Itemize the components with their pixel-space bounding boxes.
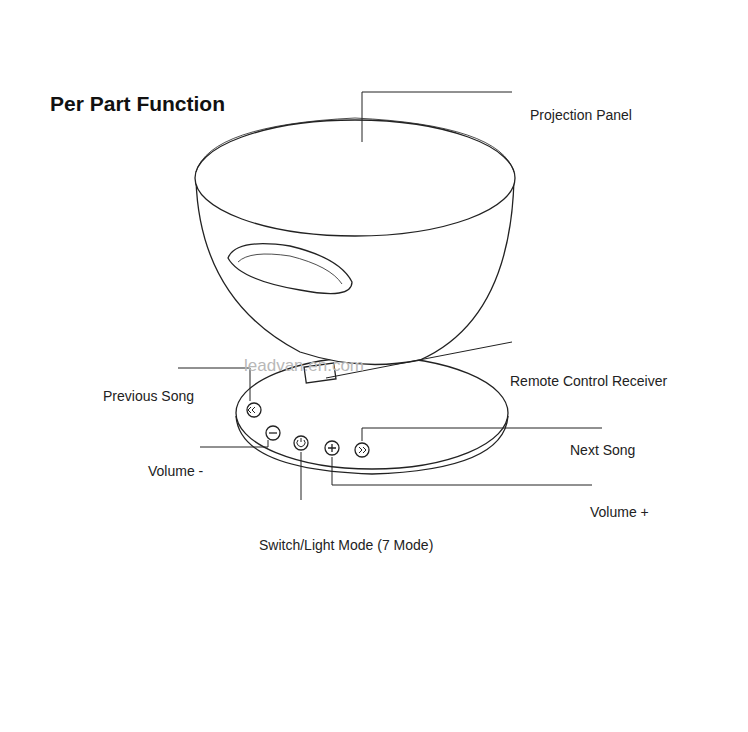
- part-label: Projection Panel: [530, 107, 632, 124]
- part-label: Switch/Light Mode (7 Mode): [259, 537, 433, 554]
- part-label: Volume +: [590, 504, 649, 521]
- diagram-title: Per Part Function: [50, 91, 225, 116]
- part-label: Next Song: [570, 442, 635, 459]
- watermark: leadvan.en.com: [244, 356, 364, 376]
- part-label: Previous Song: [103, 388, 194, 405]
- part-label: Volume -: [148, 463, 203, 480]
- part-label: Remote Control Receiver: [510, 373, 667, 390]
